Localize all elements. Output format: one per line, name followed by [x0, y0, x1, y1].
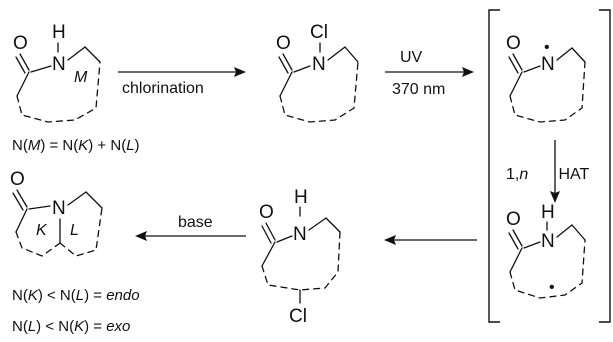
nitrogen-atom: N	[541, 54, 555, 75]
bond-n-ring	[67, 46, 86, 61]
dashed-ring-l	[59, 207, 103, 257]
structure-n-chloro-lactam: O Cl N	[276, 22, 359, 123]
carbonyl-double-bond-b	[508, 232, 519, 250]
bond-c-n	[523, 65, 541, 73]
carbonyl-double-bond-a	[265, 222, 276, 241]
reagent-chlorination: chlorination	[122, 80, 204, 97]
chlorine-atom: Cl	[310, 22, 328, 43]
dashed-ring	[16, 61, 101, 123]
oxygen-atom: O	[10, 169, 25, 190]
dashed-ring	[509, 61, 586, 123]
ring-size-equation: N(M) = N(K) + N(L)	[12, 137, 140, 154]
oxygen-atom: O	[506, 33, 521, 54]
bond-c-alpha	[279, 71, 293, 97]
bond-ring-edge	[84, 46, 101, 63]
carbonyl-double-bond-b	[15, 56, 26, 74]
arrow-head	[550, 191, 560, 203]
bond-c-n	[293, 65, 311, 73]
carbonyl-double-bond-b	[278, 56, 289, 74]
hydrogen-atom: H	[541, 202, 555, 223]
oxygen-atom: O	[13, 33, 28, 54]
bond-c-alpha	[16, 71, 30, 97]
bond-n-ring	[556, 224, 573, 238]
bond-ring-edge	[325, 217, 341, 233]
exo-condition: N(L) < N(K) = exo	[12, 318, 130, 335]
oxygen-atom: O	[259, 202, 274, 223]
ring-label-m: M	[74, 69, 88, 86]
nitrogen-atom: N	[52, 54, 66, 75]
bond-c-n	[523, 241, 541, 249]
carbonyl-double-bond-b	[508, 56, 519, 74]
bond-n-ring	[308, 217, 327, 231]
arrow-base: base	[135, 214, 246, 241]
reagent-hat: 1,n	[506, 166, 528, 183]
carbonyl-double-bond-b	[261, 225, 272, 244]
reagent-wavelength: 370 nm	[392, 81, 445, 98]
bond-n-ring	[67, 191, 87, 206]
reagent-hat-label: HAT	[554, 166, 589, 183]
right-bracket	[599, 9, 611, 323]
left-bracket	[488, 9, 500, 323]
endo-condition: N(K) < N(L) = endo	[12, 287, 140, 304]
bond-c-alpha	[261, 241, 276, 267]
arrow-chlorination: chlorination	[118, 67, 246, 97]
hydrogen-atom: H	[294, 187, 308, 208]
dashed-ring	[261, 231, 341, 291]
arrow-chlorine-transfer	[384, 235, 477, 245]
arrow-uv: UV 370 nm	[385, 49, 474, 98]
nitrogen-atom: N	[52, 198, 66, 219]
dashed-ring	[509, 239, 586, 299]
dashed-ring	[279, 61, 359, 123]
oxygen-atom: O	[506, 209, 521, 230]
radical-dot-nitrogen: •	[544, 39, 550, 56]
bond-c-alpha	[15, 208, 28, 233]
bond-ring-edge	[85, 191, 103, 209]
bond-ring-edge	[571, 224, 586, 241]
arrow-head	[462, 67, 474, 77]
structure-bicyclic-product: O N K L	[10, 169, 103, 257]
intermediate-bracket	[488, 9, 611, 323]
bond-ring-edge	[571, 47, 586, 63]
reagent-uv: UV	[400, 49, 423, 66]
arrow-head	[135, 231, 147, 241]
bond-n-ring	[556, 47, 573, 61]
arrow-head	[384, 235, 396, 245]
bond-c-n	[28, 205, 51, 210]
structure-starting-lactam: O H N M	[13, 22, 101, 123]
carbonyl-double-bond-b	[12, 192, 24, 211]
bond-n-ring	[327, 46, 346, 61]
structure-amidyl-radical: O • N	[506, 33, 586, 123]
carbonyl-double-bond-a	[512, 229, 523, 247]
bond-c-n	[276, 235, 293, 243]
hydrogen-atom: H	[52, 22, 66, 43]
arrow-hat: 1,n HAT	[506, 140, 589, 203]
bond-ring-edge	[344, 46, 359, 63]
arrow-head	[234, 67, 246, 77]
nitrogen-atom: N	[293, 224, 307, 245]
oxygen-atom: O	[276, 33, 291, 54]
radical-dot-carbon: •	[549, 279, 555, 296]
structure-chloro-amide: O H N Cl	[259, 187, 341, 327]
chlorine-atom: Cl	[289, 306, 307, 327]
carbonyl-double-bond-a	[19, 53, 30, 71]
carbonyl-double-bond-a	[512, 53, 523, 71]
nitrogen-atom: N	[541, 231, 555, 252]
structure-carbon-radical: O H N •	[506, 202, 586, 299]
dashed-ring-k	[15, 231, 61, 257]
carbonyl-double-bond-a	[282, 53, 293, 71]
nitrogen-atom: N	[312, 54, 326, 75]
carbonyl-double-bond-a	[16, 189, 28, 208]
bond-c-alpha	[509, 247, 523, 273]
bond-c-n	[30, 65, 52, 73]
bond-c-alpha	[509, 71, 523, 97]
reagent-base: base	[178, 214, 213, 231]
ring-label-k: K	[36, 222, 48, 239]
ring-label-l: L	[70, 222, 79, 239]
